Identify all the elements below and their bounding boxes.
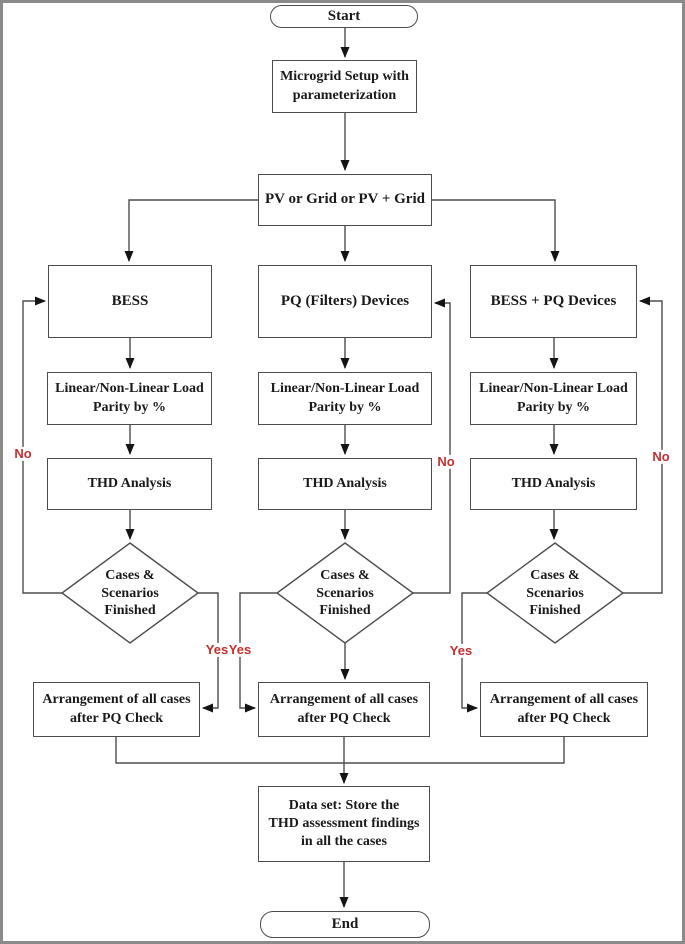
node-arrangement-2: Arrangement of all cases after PQ Check: [258, 682, 430, 737]
node-thd-analysis-3: THD Analysis: [470, 458, 637, 510]
node-arrangement-1: Arrangement of all cases after PQ Check: [33, 682, 200, 737]
edge-source-to-bess: [124, 199, 258, 262]
node-arrangement-3: Arrangement of all cases after PQ Check: [480, 682, 648, 737]
node-bess: BESS: [48, 265, 212, 338]
decision-diamond-2: [275, 542, 415, 644]
edge-decision2-no-loop: [413, 298, 451, 594]
node-bess-pq-devices: BESS + PQ Devices: [470, 265, 637, 338]
node-load-parity-1: Linear/Non-Linear Load Parity by %: [47, 372, 212, 425]
decision-label-3: Cases & Scenarios Finished: [526, 567, 584, 618]
node-thd-analysis-1: THD Analysis: [47, 458, 212, 510]
edge-source-to-besspq: [432, 199, 560, 262]
decision-diamond-3: [485, 542, 625, 644]
node-end: End: [260, 911, 430, 938]
node-pq-devices: PQ (Filters) Devices: [258, 265, 432, 338]
label-yes-left: Yes: [205, 641, 229, 658]
label-no-right: No: [651, 448, 671, 465]
node-dataset-store: Data set: Store the THD assessment findi…: [258, 786, 430, 862]
node-load-parity-3: Linear/Non-Linear Load Parity by %: [470, 372, 637, 425]
node-microgrid-setup: Microgrid Setup with parameterization: [272, 60, 417, 113]
decision-label-2: Cases & Scenarios Finished: [316, 567, 374, 618]
label-yes-right: Yes: [448, 642, 474, 659]
label-no-middle: No: [436, 453, 456, 470]
node-load-parity-2: Linear/Non-Linear Load Parity by %: [258, 372, 432, 425]
label-no-left: No: [13, 445, 33, 462]
edge-arrangement-bus: [115, 737, 565, 764]
label-yes-middle: Yes: [228, 641, 252, 658]
node-start: Start: [270, 5, 418, 28]
node-pv-grid-source: PV or Grid or PV + Grid: [258, 174, 432, 226]
node-thd-analysis-2: THD Analysis: [258, 458, 432, 510]
decision-label-1: Cases & Scenarios Finished: [101, 567, 159, 618]
edge-decision3-no-loop: [623, 296, 663, 594]
decision-diamond-1: [60, 542, 200, 644]
